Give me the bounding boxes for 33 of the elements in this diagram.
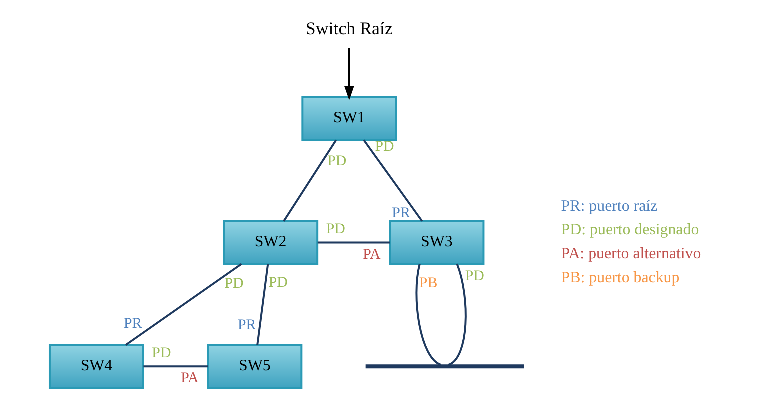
connector — [448, 264, 467, 366]
node-bar — [366, 364, 524, 369]
node-box: SW3 — [389, 220, 485, 266]
label: PD — [268, 275, 288, 292]
node-box: SW4 — [48, 344, 144, 390]
legend-label: PR: puerto raíz — [561, 198, 658, 215]
label: PD — [328, 154, 347, 170]
connector — [125, 263, 242, 346]
node-box: SW2 — [223, 220, 319, 266]
connector — [256, 264, 270, 346]
node-box: SW1 — [302, 96, 398, 142]
legend-label: PD: puerto designado — [561, 222, 700, 239]
connector — [416, 264, 442, 366]
connector — [144, 366, 208, 368]
legend-label: PA: puerto alternativo — [561, 245, 702, 262]
label: PD — [152, 346, 172, 362]
node-text: Switch Raíz — [306, 18, 393, 38]
node-box: SW5 — [207, 344, 303, 390]
label: PD — [326, 222, 346, 238]
label: PA — [363, 246, 381, 263]
arrow — [344, 48, 354, 100]
label: PD — [465, 268, 484, 285]
label: PR — [124, 316, 142, 332]
label: PD — [224, 276, 244, 292]
label: PA — [181, 370, 199, 387]
label: PR — [392, 206, 410, 222]
label: PD — [375, 139, 394, 156]
connector — [318, 242, 390, 244]
connector — [363, 140, 424, 222]
legend-label: PB: puerto backup — [561, 269, 680, 286]
label: PR — [238, 317, 256, 334]
label: PB — [419, 276, 438, 292]
connector — [283, 140, 338, 222]
